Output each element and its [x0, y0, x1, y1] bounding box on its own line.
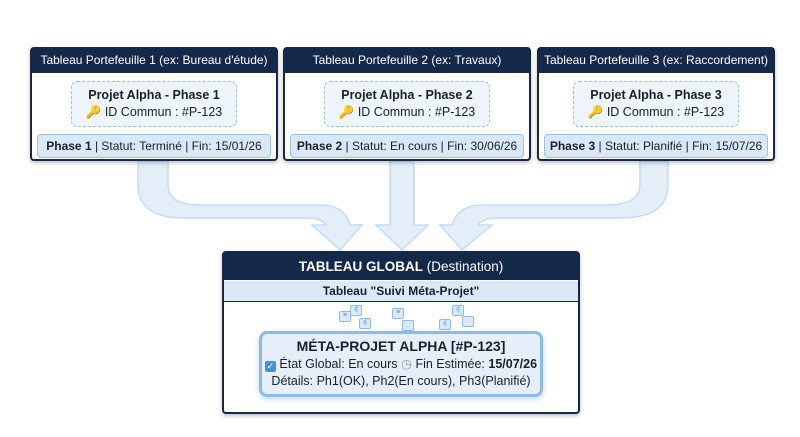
chart-icon: ı| [350, 305, 362, 316]
project-item[interactable]: Projet Alpha - Phase 3 🔑 ID Commun : #P-1… [573, 81, 739, 127]
global-title-suffix: (Destination) [422, 259, 504, 274]
window-icon [402, 320, 414, 331]
chart-icon: ı| [439, 319, 451, 330]
board-header: Tableau Portefeuille 2 (ex: Travaux) [285, 49, 529, 73]
phase-status: | Statut: Planifié | Fin: 15/07/26 [595, 139, 763, 153]
global-state: État Global: En cours [279, 357, 398, 371]
table-icon: ≡ [339, 311, 351, 322]
arrow-phase2 [374, 160, 430, 252]
window-icon [462, 316, 474, 327]
portfolio-board-2: Tableau Portefeuille 2 (ex: Travaux) Pro… [283, 47, 531, 161]
chart-icon: ı| [452, 305, 464, 316]
board-header: Tableau Portefeuille 1 (ex: Bureau d'étu… [32, 49, 276, 73]
table-icon: ≡ [392, 308, 404, 319]
global-title: TABLEAU GLOBAL [298, 259, 423, 274]
global-board: TABLEAU GLOBAL (Destination) Tableau "Su… [222, 251, 580, 414]
common-id: ID Commun : #P-123 [606, 105, 725, 119]
board-header: Tableau Portefeuille 3 (ex: Raccordement… [539, 49, 773, 73]
end-label: Fin Estimée: [415, 357, 489, 371]
phase-status-bar: Phase 2 | Statut: En cours | Fin: 30/06/… [290, 134, 524, 158]
portfolio-board-3: Tableau Portefeuille 3 (ex: Raccordement… [537, 47, 775, 161]
meta-project-card[interactable]: MÉTA-PROJET ALPHA [#P-123] ✓ État Global… [259, 331, 543, 397]
key-icon: 🔑 [85, 105, 102, 119]
end-date: 15/07/26 [488, 357, 538, 371]
arrow-phase3 [438, 160, 669, 252]
common-id: ID Commun : #P-123 [104, 105, 223, 119]
portfolio-board-1: Tableau Portefeuille 1 (ex: Bureau d'étu… [30, 47, 278, 161]
chart-icon: ı| [359, 318, 371, 329]
project-name: Projet Alpha - Phase 2 [341, 88, 473, 102]
project-name: Projet Alpha - Phase 3 [590, 88, 722, 102]
phase-label: Phase 1 [46, 139, 92, 153]
phase-status: | Statut: En cours | Fin: 30/06/26 [342, 139, 518, 153]
phase-label: Phase 3 [549, 139, 596, 153]
phase-status-bar: Phase 3 | Statut: Planifié | Fin: 15/07/… [544, 134, 768, 158]
global-header: TABLEAU GLOBAL (Destination) [224, 253, 578, 280]
common-id: ID Commun : #P-123 [357, 105, 476, 119]
global-subtitle: Tableau "Suivi Méta-Projet" [224, 281, 578, 302]
project-item[interactable]: Projet Alpha - Phase 2 🔑 ID Commun : #P-1… [324, 81, 490, 127]
phase-details: Détails: Ph1(OK), Ph2(En cours), Ph3(Pla… [271, 374, 531, 388]
phase-status-bar: Phase 1 | Statut: Terminé | Fin: 15/01/2… [37, 134, 271, 158]
meta-project-title: MÉTA-PROJET ALPHA [#P-123] [296, 338, 506, 354]
checkbox-icon: ✓ [264, 361, 276, 372]
key-icon: 🔑 [338, 105, 355, 119]
key-icon: 🔑 [587, 105, 604, 119]
project-name: Projet Alpha - Phase 1 [88, 88, 220, 102]
clock-icon: ◷ [401, 357, 412, 371]
phase-status: | Statut: Terminé | Fin: 15/01/26 [91, 139, 262, 153]
project-item[interactable]: Projet Alpha - Phase 1 🔑 ID Commun : #P-1… [71, 81, 237, 127]
phase-label: Phase 2 [296, 139, 343, 153]
arrow-phase1 [137, 160, 364, 252]
